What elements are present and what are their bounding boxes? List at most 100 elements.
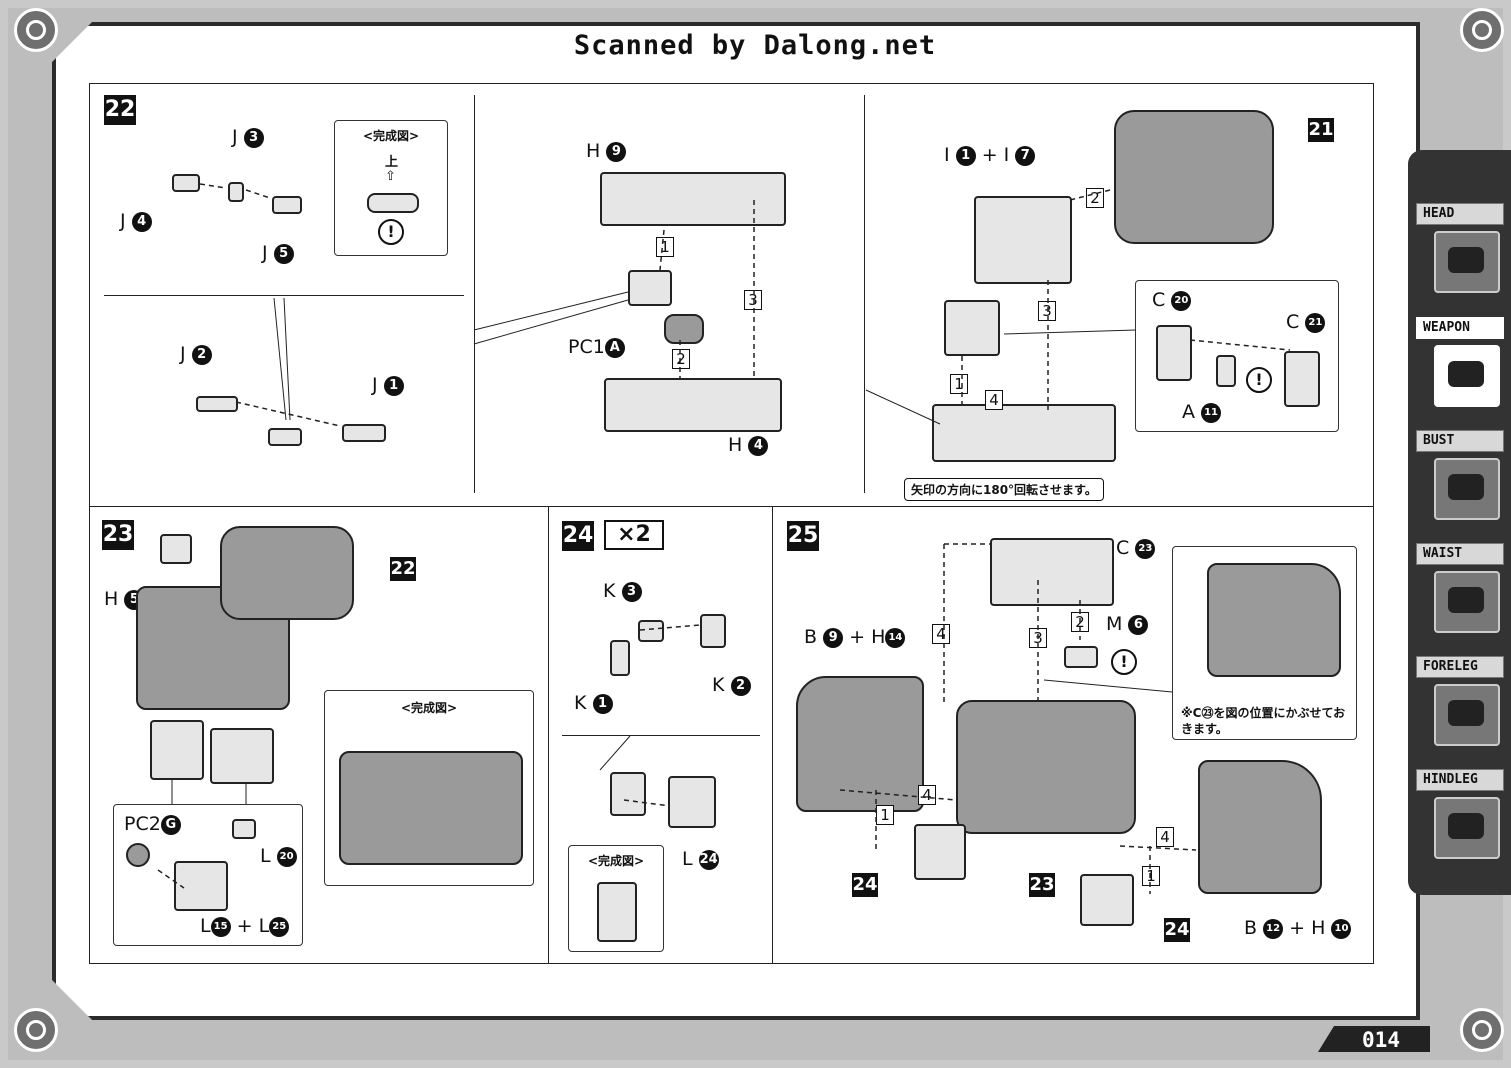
- order-step-1: 1: [950, 374, 968, 394]
- placement-note: ※C㉓を図の位置にかぶせておきます。: [1181, 706, 1346, 736]
- tab-label: BUST: [1416, 430, 1504, 452]
- part-b9-shield: [796, 676, 924, 812]
- tab-hindleg[interactable]: HINDLEG: [1416, 769, 1504, 859]
- order-step-3: 3: [744, 290, 762, 310]
- part-label-k3: K 3: [603, 580, 642, 602]
- part-h9-frame: [600, 172, 786, 226]
- part-label-b12-h10: B 12 + H 10: [1244, 917, 1352, 939]
- completed-view-label: <完成図>: [400, 701, 458, 715]
- part-label-l24: L 24: [682, 848, 719, 870]
- reference-step-22: 22: [390, 557, 416, 581]
- top-direction-label: 上: [385, 155, 399, 170]
- tab-label: HEAD: [1416, 203, 1504, 225]
- part-c20-piece: [1156, 325, 1192, 381]
- step-number: 22: [104, 95, 136, 125]
- divider: [864, 95, 865, 493]
- order-step-3: 3: [1029, 628, 1047, 648]
- arrow-up-icon: ⇧: [385, 169, 396, 184]
- part-label-j4: J 4: [120, 210, 152, 232]
- part-label-h9: H 9: [586, 140, 627, 162]
- part-i-housing: [974, 196, 1072, 284]
- part-j4-piece: [172, 174, 200, 192]
- bust-icon: [1434, 458, 1500, 520]
- tab-label: HINDLEG: [1416, 769, 1504, 791]
- order-step-1: 1: [876, 805, 894, 825]
- waist-icon: [1434, 571, 1500, 633]
- completed-view-box: <完成図>: [324, 690, 534, 886]
- part-completed-k: [597, 882, 637, 942]
- part-k-assembly: [610, 772, 646, 816]
- caution-icon: !: [1111, 649, 1137, 675]
- corner-logo-icon: [1460, 8, 1504, 52]
- tab-foreleg[interactable]: FORELEG: [1416, 656, 1504, 746]
- completed-view-box: <完成図> 上 ⇧ !: [334, 120, 448, 256]
- part-j-piece: [268, 428, 302, 446]
- tab-label: WAIST: [1416, 543, 1504, 565]
- order-step-4: 4: [932, 624, 950, 644]
- part-c21-piece: [1284, 351, 1320, 407]
- order-step-1: 1: [1142, 866, 1160, 886]
- step-number: 23: [102, 520, 134, 550]
- step-number: 24: [562, 521, 594, 551]
- part-missile-tubes: [220, 526, 354, 620]
- part-h5-antenna: [160, 534, 192, 564]
- part-label-j3: J 3: [232, 126, 264, 148]
- part-h4-base: [604, 378, 782, 432]
- hindleg-icon: [1434, 797, 1500, 859]
- completed-view-label: <完成図>: [362, 129, 420, 143]
- part-c23-cover: [990, 538, 1114, 606]
- part-label-a11: A 11: [1182, 401, 1222, 423]
- rotate-instruction-note: 矢印の方向に180°回転させます。: [904, 478, 1104, 501]
- part-l20-cap: [232, 819, 256, 839]
- tab-label: WEAPON: [1416, 317, 1504, 339]
- reference-step-24: 24: [1164, 918, 1190, 942]
- part-detail-assembly: [1207, 563, 1341, 677]
- order-step-2: 2: [672, 349, 690, 369]
- tab-bust[interactable]: BUST: [1416, 430, 1504, 520]
- part-l15-joint: [174, 861, 228, 911]
- part-label-k2: K 2: [712, 674, 751, 696]
- part-label-i1-i7: I 1 + I 7: [944, 144, 1036, 166]
- caution-icon: !: [378, 219, 404, 245]
- tab-label: FORELEG: [1416, 656, 1504, 678]
- part-j1-piece: [342, 424, 386, 442]
- part-step24-piece: [914, 824, 966, 880]
- part-right-joint: [210, 728, 274, 784]
- quantity-multiplier: ×2: [604, 520, 664, 550]
- divider: [562, 735, 760, 736]
- order-step-4: 4: [985, 390, 1003, 410]
- part-j2-piece: [196, 396, 238, 412]
- step-number: 25: [787, 521, 819, 551]
- part-assembled-j: [367, 193, 419, 213]
- tab-weapon[interactable]: WEAPON: [1416, 317, 1504, 407]
- part-m6-piece: [1064, 646, 1098, 668]
- page-number-badge: [1318, 1026, 1430, 1052]
- part-weapon-body: [956, 700, 1136, 834]
- order-step-1: 1: [656, 237, 674, 257]
- completed-view-label: <完成図>: [587, 854, 645, 868]
- part-label-m6: M 6: [1106, 613, 1149, 635]
- part-a11-pin: [1216, 355, 1236, 387]
- part-left-joint: [150, 720, 204, 780]
- part-label-j5: J 5: [262, 242, 294, 264]
- head-icon: [1434, 231, 1500, 293]
- part-label-c23: C 23: [1116, 537, 1156, 559]
- order-step-4: 4: [918, 785, 936, 805]
- part-j5-piece: [272, 196, 302, 214]
- tab-head[interactable]: HEAD: [1416, 203, 1504, 293]
- tab-waist[interactable]: WAIST: [1416, 543, 1504, 633]
- detail-view-box: ※C㉓を図の位置にかぶせておきます。: [1172, 546, 1357, 740]
- completed-view-box: <完成図>: [568, 845, 664, 952]
- part-completed-assembly: [339, 751, 523, 865]
- reference-step-24: 24: [852, 873, 878, 897]
- part-joint-bracket: [628, 270, 672, 306]
- caution-icon: !: [1246, 367, 1272, 393]
- order-step-2: 2: [1086, 188, 1104, 208]
- part-missile-pod: [1114, 110, 1274, 244]
- scan-watermark-title: Scanned by Dalong.net: [573, 30, 937, 61]
